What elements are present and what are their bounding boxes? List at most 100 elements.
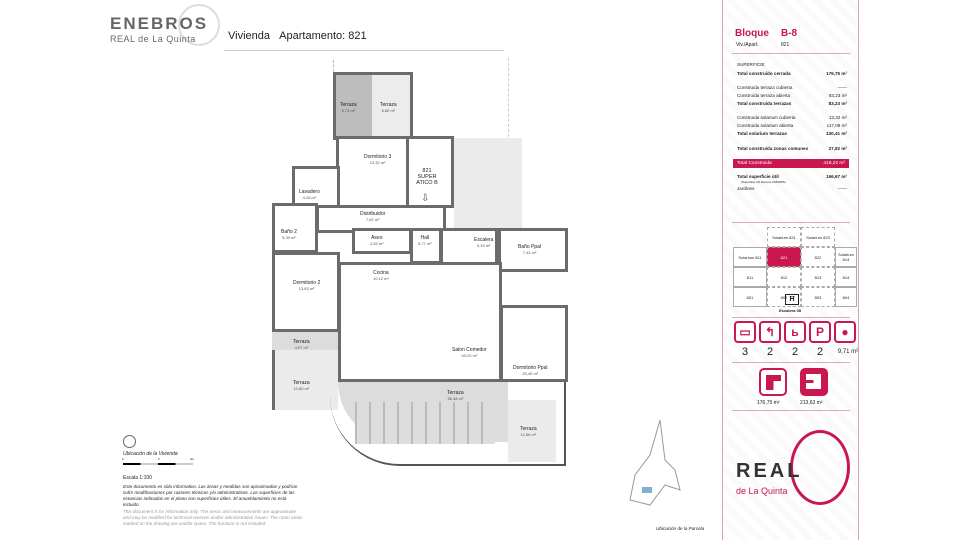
logo-sub: de La Quinta (736, 486, 788, 496)
terrace-shade (336, 75, 372, 137)
cell-text: 821 (780, 254, 788, 260)
util-row: Total superficie útil 166,67 m² (737, 174, 847, 179)
a: 6,80 m² (381, 108, 396, 113)
n: Hall (420, 235, 430, 241)
n: Dormitorio 3 (364, 154, 392, 160)
room-bano-ppal (498, 228, 568, 272)
brand-name: ENEBROS (110, 14, 209, 33)
terrace-small (272, 332, 338, 350)
n: Terraza (520, 426, 537, 432)
scale-tick: 2 (158, 457, 160, 461)
row-value: 176,75 m² (826, 71, 847, 76)
unit-cell: Solarium 823 (801, 227, 835, 247)
unit-cell: 822 (801, 247, 835, 267)
cell-text: 801 (746, 294, 754, 300)
viv-value: 821 (781, 42, 790, 48)
n: Baño 2 (281, 229, 297, 235)
feature-value: 2 (791, 346, 799, 358)
row-value: 27,82 m² (828, 146, 847, 151)
unit-cell: 812 (767, 267, 801, 287)
viv-label: Viv./Apart. (736, 42, 759, 48)
n: Terraza (380, 102, 397, 108)
parcel-map (620, 415, 690, 515)
toilet-icon: ь (784, 321, 806, 343)
scale-tick: 0 (122, 457, 124, 461)
built-area-icon (759, 368, 787, 396)
feature-value: 2 (766, 346, 774, 358)
disclaimer-en: This document is for information only. T… (123, 509, 303, 526)
header-divider (224, 50, 504, 51)
l: Jardines (737, 186, 755, 191)
room-dormitorio-ppal (500, 305, 568, 382)
a: 10,60 m² (293, 386, 310, 391)
terrace-left (272, 350, 338, 410)
unit-cell: 813 (801, 267, 835, 287)
brand-sub: REAL de La Quinta (110, 34, 196, 44)
a: 5,77 m² (418, 241, 432, 246)
area-row: Total solarium terrazas 130,41 m² (737, 131, 847, 136)
a: 36,48 m² (447, 396, 464, 401)
v: 418,22 m² (823, 161, 845, 166)
escalera-label: Escalera 08 (779, 308, 802, 313)
parking-icon: P (809, 321, 831, 343)
jardines-row: Jardines—— (737, 186, 847, 191)
row-value: 117,09 m² (826, 123, 847, 128)
n: Dormitorio Ppal (513, 365, 548, 371)
l: Total superficie útil (737, 174, 779, 179)
unit-cell: 801 (733, 287, 767, 307)
cell-text: 802 (780, 294, 788, 300)
outer-wall (330, 382, 566, 466)
scale-label: Escala 1:100 (123, 475, 152, 481)
page-title: Vivienda Apartamento: 821 (228, 30, 367, 42)
a: 5,73 m² (341, 108, 356, 113)
row-value: 83,23 m² (828, 93, 847, 98)
bloque-value: B-8 (781, 28, 798, 39)
n: Salon Comedor (452, 347, 487, 353)
logo-q-mark (178, 4, 220, 46)
row-label: Total solarium terrazas (737, 131, 787, 136)
a: 4,07 m² (294, 345, 309, 350)
row-value: 130,41 m² (826, 131, 847, 136)
a: 4,26 m² (302, 195, 317, 200)
shower-icon: ↰ (759, 321, 781, 343)
cell-text: 804 (842, 294, 850, 300)
area-row: Construida terraza cubierta—— (737, 85, 847, 90)
unit-cell: 802 (767, 287, 801, 307)
total-area-value: 213,63 m² (800, 400, 823, 406)
guide (333, 60, 334, 72)
n: Cocina (373, 270, 389, 276)
a: 12,32 m² (369, 160, 386, 165)
bed-icon: ▭ (734, 321, 756, 343)
a: 5,33 m² (476, 243, 491, 248)
n: Terraza (293, 339, 310, 345)
n: Dormitorio 2 (293, 280, 321, 286)
a: 10,12 m² (373, 276, 389, 281)
built-area-value: 176,75 m² (757, 400, 780, 406)
v: 166,67 m² (826, 174, 847, 179)
parcel-label: Ubicación de la Parcela (656, 526, 705, 531)
roof-area (454, 138, 522, 230)
room-salon-cocina (338, 262, 502, 382)
divider (732, 53, 850, 54)
a: 2,83 m² (370, 241, 384, 246)
util-note: (Superficie útil Decreto 218/2005) (741, 180, 786, 184)
row-label: Construida terraza abierta (737, 93, 791, 98)
entry-arrow-icon: ⇩ (421, 193, 430, 204)
unit-cell: 803 (801, 287, 835, 307)
